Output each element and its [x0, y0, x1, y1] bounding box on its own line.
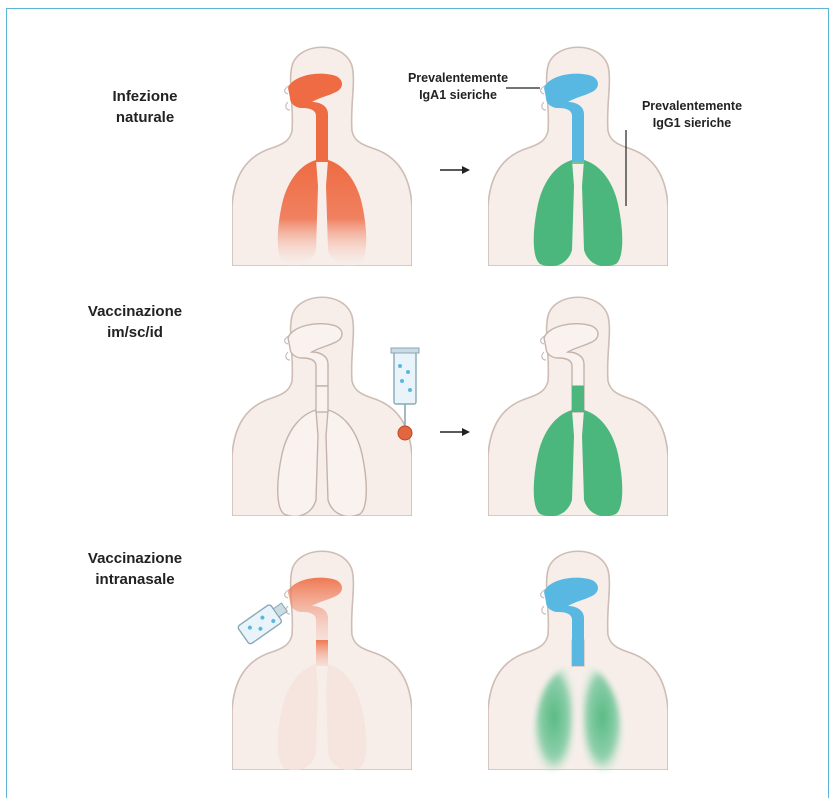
- figure-im-after: [488, 297, 668, 516]
- arrow-row1-head: [462, 166, 470, 174]
- figure-intranasal-after: [488, 551, 668, 770]
- figure-im-before: [232, 297, 412, 516]
- figure-infection-after: [488, 47, 668, 266]
- nasal-spray-icon: [237, 598, 291, 645]
- figure-infection-before: [232, 47, 412, 266]
- arrow-row2-head: [462, 428, 470, 436]
- figure-intranasal-before: [232, 551, 412, 770]
